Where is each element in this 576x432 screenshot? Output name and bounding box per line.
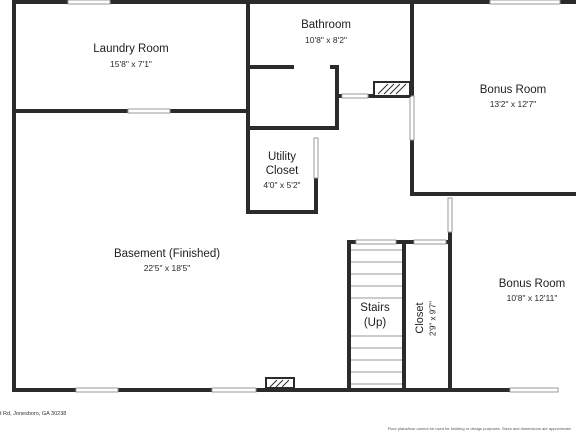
bonus-room-top-dims: 13'2" x 12'7" — [489, 99, 537, 109]
walls — [12, 0, 576, 392]
basement-name: Basement (Finished) — [113, 248, 221, 260]
utility-closet-dims: 4'0" x 5'2" — [263, 180, 301, 190]
bonus-room-bottom-name: Bonus Room — [498, 278, 566, 290]
hvac-vents — [265, 81, 411, 389]
stairs-name-line2: (Up) — [363, 317, 387, 329]
laundry-room-name: Laundry Room — [93, 43, 169, 55]
closet-dims: 2'9" x 9'7" — [428, 301, 438, 336]
bonus-room-bottom-dims: 10'8" x 12'11" — [506, 293, 558, 303]
stairs-name-line1: Stairs — [360, 302, 390, 314]
vent-icon — [373, 81, 411, 97]
utility-closet-name-line1: Utility — [267, 151, 297, 163]
basement-dims: 22'5" x 18'5" — [143, 263, 191, 273]
disclaimer-text: Floor plans/tour cannot be used for buil… — [387, 426, 572, 431]
bonus-room-top-name: Bonus Room — [479, 84, 547, 96]
bathroom-dims: 10'8" x 8'2" — [305, 35, 347, 45]
utility-closet-name-line2: Closet — [265, 165, 299, 177]
laundry-room-dims: 15'8" x 7'1" — [110, 59, 152, 69]
windows — [67, 0, 561, 393]
bathroom-name: Bathroom — [301, 19, 351, 31]
closet-name: Closet — [414, 302, 426, 334]
stair-treads — [351, 249, 402, 385]
address-text: t Rd, Jonesboro, GA 30238 — [0, 411, 67, 417]
